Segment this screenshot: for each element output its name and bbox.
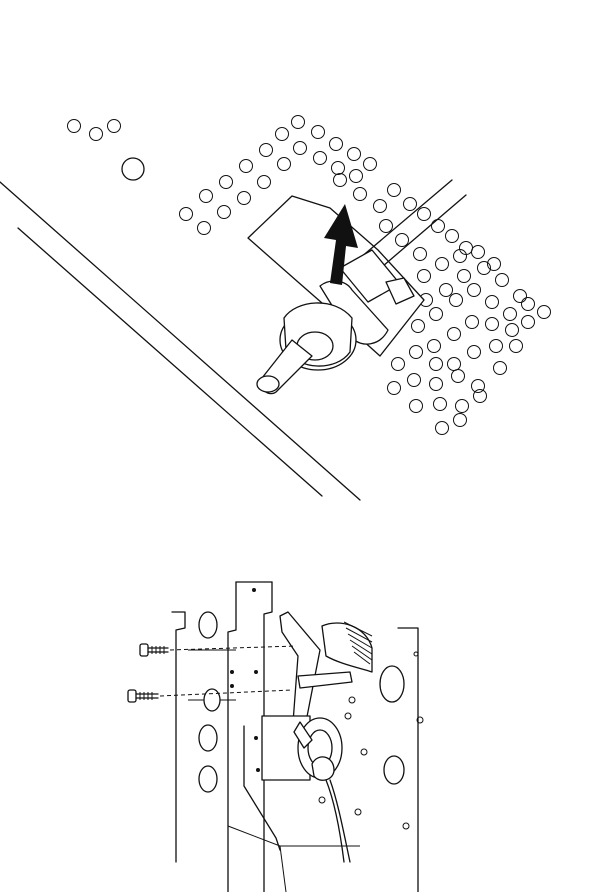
screw-icon: [128, 690, 158, 702]
screw-guide-line: [160, 690, 292, 696]
screw-guide-line: [170, 646, 296, 650]
drive-gear: [322, 622, 372, 672]
motor-assembly: [262, 716, 350, 862]
screw-icon: [140, 644, 168, 656]
